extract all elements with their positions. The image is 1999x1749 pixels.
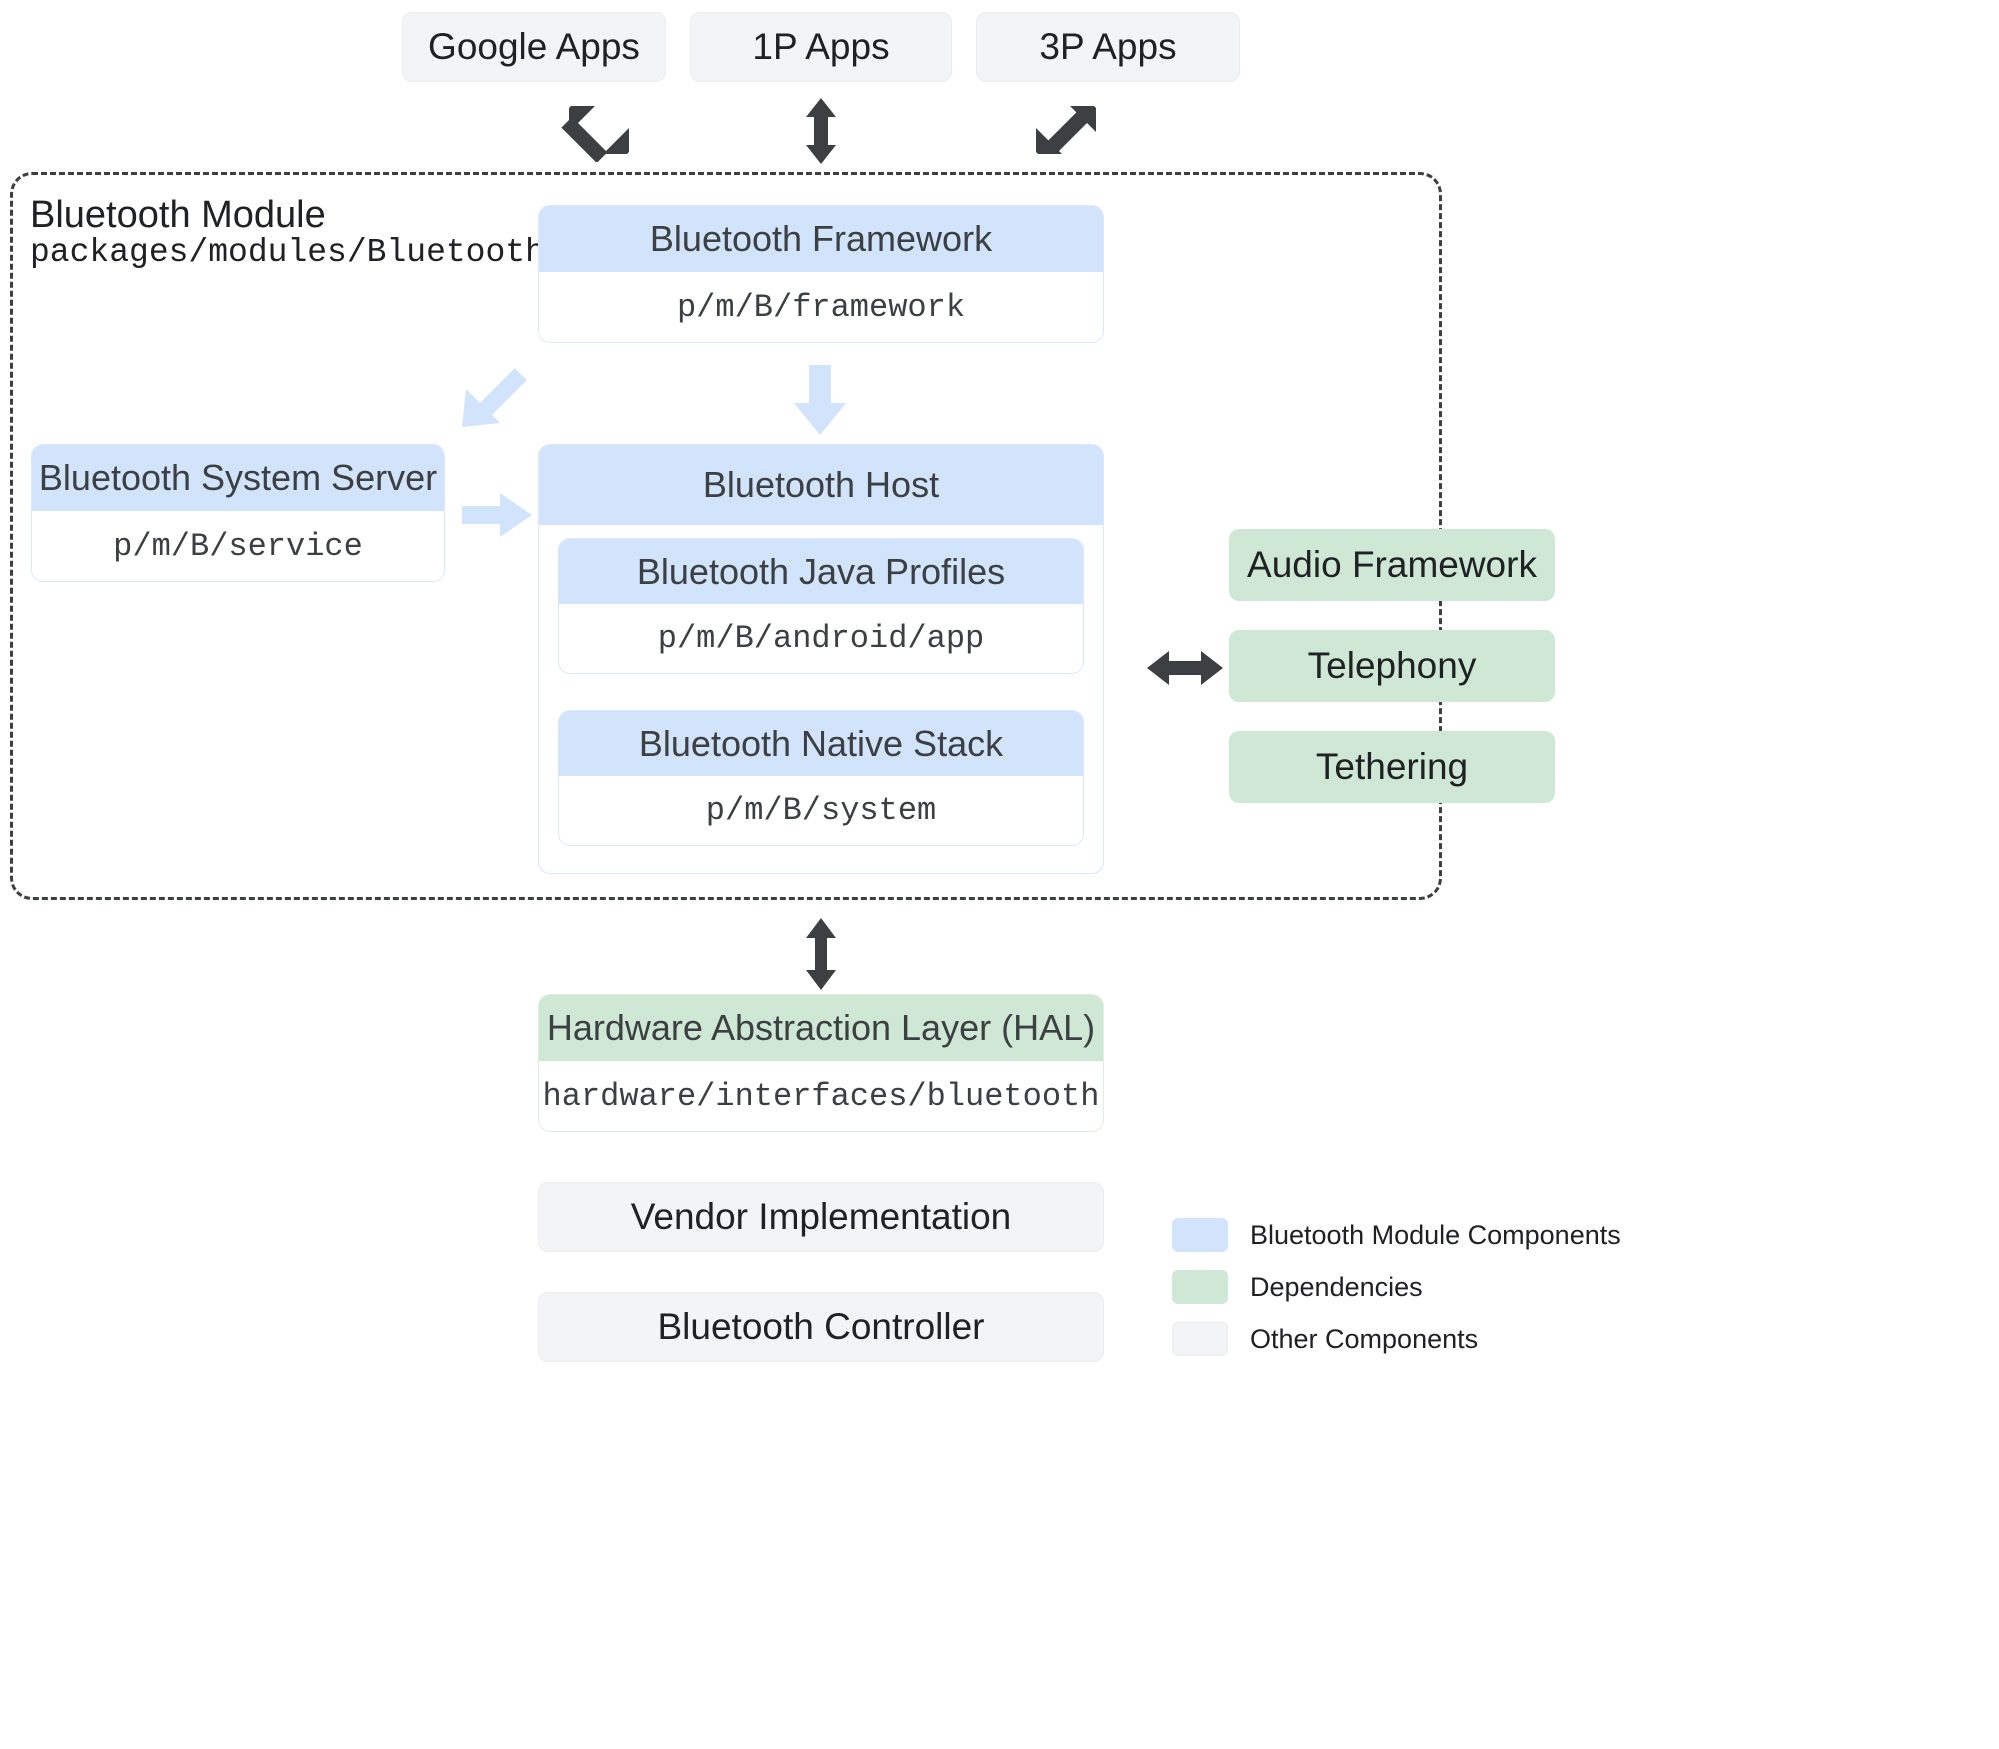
dependency-box-telephony[interactable]: Telephony [1229, 630, 1555, 702]
legend-label: Other Components [1250, 1323, 1479, 1354]
bluetooth-module-path: packages/modules/Bluetooth [30, 234, 545, 271]
legend-item-other-components: Other Components [1172, 1322, 1621, 1356]
bluetooth-controller-box[interactable]: Bluetooth Controller [538, 1292, 1104, 1362]
system-server-to-host-arrow-icon [462, 493, 532, 537]
app-box-1p-apps[interactable]: 1P Apps [690, 12, 952, 82]
hal-card[interactable]: Hardware Abstraction Layer (HAL) hardwar… [538, 994, 1104, 1132]
double-vertical-icon [806, 98, 836, 164]
double-diagonal-up-right-icon [1036, 106, 1096, 154]
framework-to-system-server-arrow-icon [462, 368, 527, 427]
bluetooth-system-server-path: p/m/B/service [32, 511, 444, 581]
app-box-label: 3P Apps [1039, 26, 1177, 67]
bluetooth-native-stack-title: Bluetooth Native Stack [559, 711, 1083, 776]
dependency-box-audio-framework[interactable]: Audio Framework [1229, 529, 1555, 601]
legend-item-dependencies: Dependencies [1172, 1270, 1621, 1304]
box-label: Bluetooth Controller [657, 1306, 985, 1347]
bluetooth-system-server-title: Bluetooth System Server [32, 445, 444, 511]
legend: Bluetooth Module Components Dependencies… [1172, 1218, 1621, 1374]
bluetooth-host-title: Bluetooth Host [539, 445, 1103, 525]
bluetooth-system-server-card[interactable]: Bluetooth System Server p/m/B/service [31, 444, 445, 582]
bluetooth-native-stack-path: p/m/B/system [559, 776, 1083, 845]
legend-label: Bluetooth Module Components [1250, 1219, 1621, 1250]
box-label: Vendor Implementation [630, 1196, 1012, 1237]
app-box-google-apps[interactable]: Google Apps [402, 12, 666, 82]
hal-path: hardware/interfaces/bluetooth [539, 1061, 1103, 1131]
legend-swatch-blue [1172, 1218, 1228, 1252]
bluetooth-java-profiles-card[interactable]: Bluetooth Java Profiles p/m/B/android/ap… [558, 538, 1084, 674]
dependency-label: Tethering [1315, 746, 1469, 787]
legend-swatch-gray [1172, 1322, 1228, 1356]
double-diagonal-down-right-icon [561, 106, 629, 162]
legend-label: Dependencies [1250, 1271, 1423, 1302]
legend-item-module-components: Bluetooth Module Components [1172, 1218, 1621, 1252]
bluetooth-native-stack-card[interactable]: Bluetooth Native Stack p/m/B/system [558, 710, 1084, 846]
app-box-label: 1P Apps [752, 26, 890, 67]
app-box-label: Google Apps [428, 26, 640, 67]
bluetooth-framework-title: Bluetooth Framework [539, 206, 1103, 272]
dependency-box-tethering[interactable]: Tethering [1229, 731, 1555, 803]
bluetooth-framework-card[interactable]: Bluetooth Framework p/m/B/framework [538, 205, 1104, 343]
bluetooth-java-profiles-title: Bluetooth Java Profiles [559, 539, 1083, 604]
framework-to-host-arrow-icon [794, 365, 846, 435]
module-to-dependencies-arrow-icon [1147, 651, 1223, 685]
bluetooth-java-profiles-path: p/m/B/android/app [559, 604, 1083, 673]
app-box-3p-apps[interactable]: 3P Apps [976, 12, 1240, 82]
module-to-hal-arrow-icon [806, 918, 836, 990]
legend-swatch-green [1172, 1270, 1228, 1304]
dependency-label: Audio Framework [1247, 544, 1537, 585]
bluetooth-framework-path: p/m/B/framework [539, 272, 1103, 342]
vendor-implementation-box[interactable]: Vendor Implementation [538, 1182, 1104, 1252]
dependency-label: Telephony [1307, 645, 1477, 686]
hal-title: Hardware Abstraction Layer (HAL) [539, 995, 1103, 1061]
bluetooth-module-title: Bluetooth Module [30, 194, 326, 236]
